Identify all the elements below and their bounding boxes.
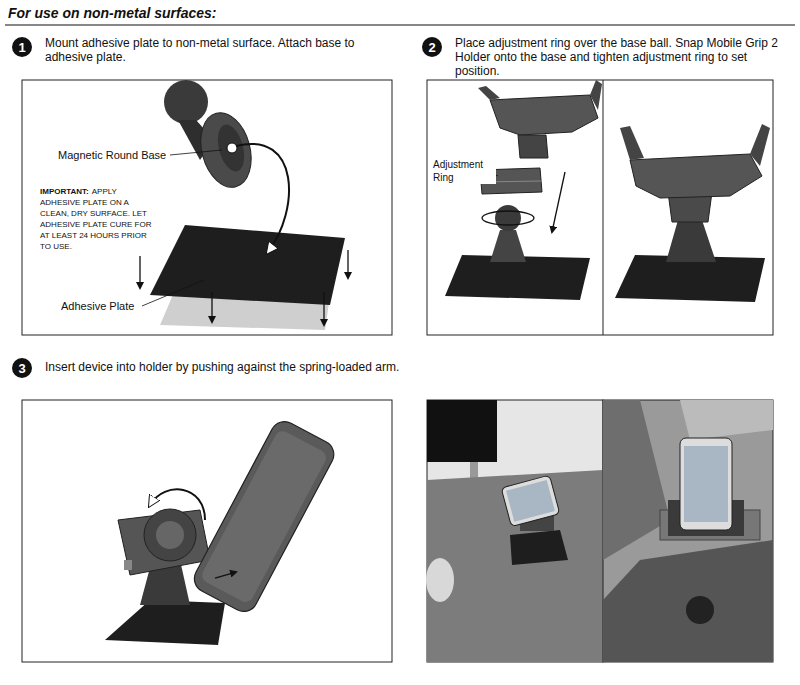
panel-1-shape xyxy=(227,143,237,153)
panel-1-shape xyxy=(142,280,204,306)
warning-note: IMPORTANT:APPLY ADHESIVE PLATE ON A CLEA… xyxy=(40,186,158,252)
photo-desk xyxy=(426,400,603,662)
photo-desk-shape xyxy=(501,475,560,527)
step-number: 2 xyxy=(428,41,435,54)
panel-3-shape xyxy=(144,509,196,561)
panel-3-shape-shape xyxy=(189,417,338,617)
panel-2-shape xyxy=(630,154,762,198)
photo-desk-shape xyxy=(426,558,454,602)
panel-2-shape xyxy=(490,230,526,262)
panel-1-shape xyxy=(170,150,222,155)
panel-3-shape xyxy=(22,400,392,662)
part-label: Magnetic Round Base xyxy=(57,149,167,162)
photo-desk-shape-shape xyxy=(506,480,555,522)
panel-1-shape xyxy=(164,80,208,124)
panel-3-shape xyxy=(118,510,210,575)
step-instruction: Insert device into holder by pushing aga… xyxy=(45,360,405,374)
step-instruction: Mount adhesive plate to non-metal surfac… xyxy=(45,36,390,64)
photo-car-shape xyxy=(680,438,732,530)
panel-2-shape xyxy=(482,211,534,225)
panel-1-shape xyxy=(211,292,212,322)
panel-1-shape xyxy=(236,144,289,252)
panel-3-shape xyxy=(215,572,236,578)
panel-3 xyxy=(22,400,392,662)
panel-2-shape xyxy=(666,220,716,262)
step-number: 1 xyxy=(18,41,25,54)
panel-2-shape xyxy=(590,80,602,110)
panel-2-shape xyxy=(495,205,521,231)
photo-desk-shape-shape xyxy=(501,475,560,527)
panel-1-shape xyxy=(139,256,140,288)
warning-text: APPLY ADHESIVE PLATE ON A CLEAN, DRY SUR… xyxy=(40,187,151,251)
panel-2-shape xyxy=(620,126,644,160)
panel-2-shape xyxy=(603,80,604,335)
panel-3-shape xyxy=(124,560,132,570)
panel-1-shape xyxy=(193,107,259,193)
panel-1 xyxy=(22,80,392,335)
photo-car-shape xyxy=(603,400,773,662)
panel-2-shape xyxy=(490,95,598,135)
panel-1-shape xyxy=(347,250,348,278)
photo-desk-shape xyxy=(427,470,603,662)
panel-3-shape xyxy=(150,489,205,520)
step-number-circle: 2 xyxy=(422,37,442,57)
photo-car-shape xyxy=(684,446,728,522)
panel-2-shape xyxy=(518,135,548,158)
panel-3-shape xyxy=(105,600,225,645)
photo-car xyxy=(603,400,773,662)
photo-desk-shape xyxy=(427,400,603,662)
photo-desk-shape xyxy=(427,400,497,462)
step-number: 3 xyxy=(18,362,25,375)
title-rule-shape xyxy=(5,24,795,25)
panel-1-shape xyxy=(22,80,392,335)
photo-car-shape xyxy=(680,400,773,440)
panel-2-shape xyxy=(552,172,565,232)
photo-car-shape xyxy=(603,540,773,662)
title-rule xyxy=(5,25,795,26)
page-title: For use on non-metal surfaces: xyxy=(8,5,216,21)
panel-1-shape xyxy=(323,292,324,325)
photo-desk-shape xyxy=(510,530,568,565)
warning-heading: IMPORTANT: xyxy=(40,187,89,196)
step-instruction: Place adjustment ring over the base ball… xyxy=(455,36,793,78)
part-label: Adjustment Ring xyxy=(432,158,496,184)
panel-2-shape xyxy=(750,124,770,166)
panel-3-shape-shape xyxy=(199,428,328,604)
photo-car-shape xyxy=(686,596,714,624)
panel-1-shape xyxy=(213,122,249,175)
part-label: Adhesive Plate xyxy=(60,300,135,313)
panel-2-shape xyxy=(427,80,773,335)
panel-1-shape xyxy=(150,225,345,305)
panel-2 xyxy=(427,80,773,335)
step-number-circle: 1 xyxy=(12,37,32,57)
panel-3-shape xyxy=(156,521,184,549)
panel-3-shape xyxy=(189,417,338,617)
step-number-circle: 3 xyxy=(12,358,32,378)
panel-2-shape xyxy=(478,86,500,100)
panel-2-shape xyxy=(615,255,765,302)
